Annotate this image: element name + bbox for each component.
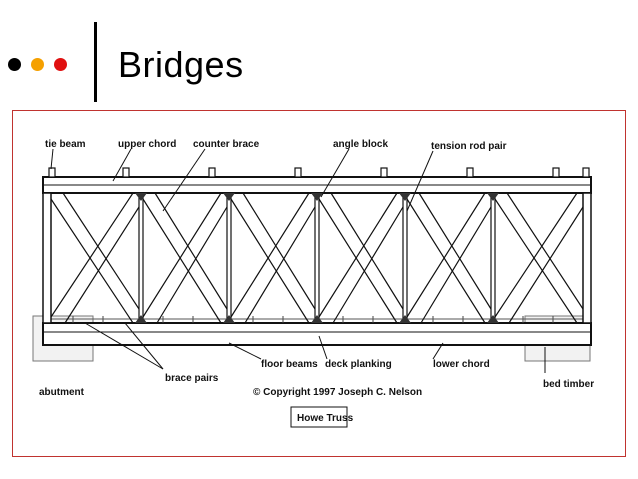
label-tie-beam: tie beam [45, 139, 86, 150]
diagram-frame: tie beam upper chord counter brace angle… [12, 110, 626, 457]
slide-title: Bridges [118, 44, 244, 85]
caption-box [290, 406, 348, 428]
label-caption: Howe Truss [297, 413, 354, 424]
label-floor-beams: floor beams [261, 359, 318, 370]
leader-lines [50, 148, 546, 373]
black-dot [8, 58, 21, 71]
left-end-post [42, 192, 52, 324]
label-bed-timber: bed timber [543, 379, 594, 390]
label-counter-brace: counter brace [193, 139, 260, 150]
label-tension-rod-pair: tension rod pair [431, 141, 507, 152]
title-divider [94, 22, 97, 102]
angle-blocks [135, 193, 499, 323]
label-lower-chord: lower chord [433, 359, 490, 370]
tension-rods [138, 193, 496, 323]
red-dot [54, 58, 67, 71]
brace-pairs [50, 192, 584, 324]
label-upper-chord: upper chord [118, 139, 176, 150]
label-copyright: © Copyright 1997 Joseph C. Nelson [253, 387, 422, 398]
orange-dot [31, 58, 44, 71]
label-deck-planking: deck planking [325, 359, 392, 370]
label-angle-block: angle block [333, 139, 388, 150]
tie-beams [48, 167, 590, 178]
label-abutment: abutment [39, 387, 85, 398]
slide-header: Bridges [0, 0, 638, 110]
right-end-post [582, 192, 592, 324]
lower-chord [42, 322, 592, 346]
bullet-dots [8, 58, 67, 71]
howe-truss-diagram: tie beam upper chord counter brace angle… [32, 139, 594, 428]
label-brace-pairs: brace pairs [165, 373, 219, 384]
